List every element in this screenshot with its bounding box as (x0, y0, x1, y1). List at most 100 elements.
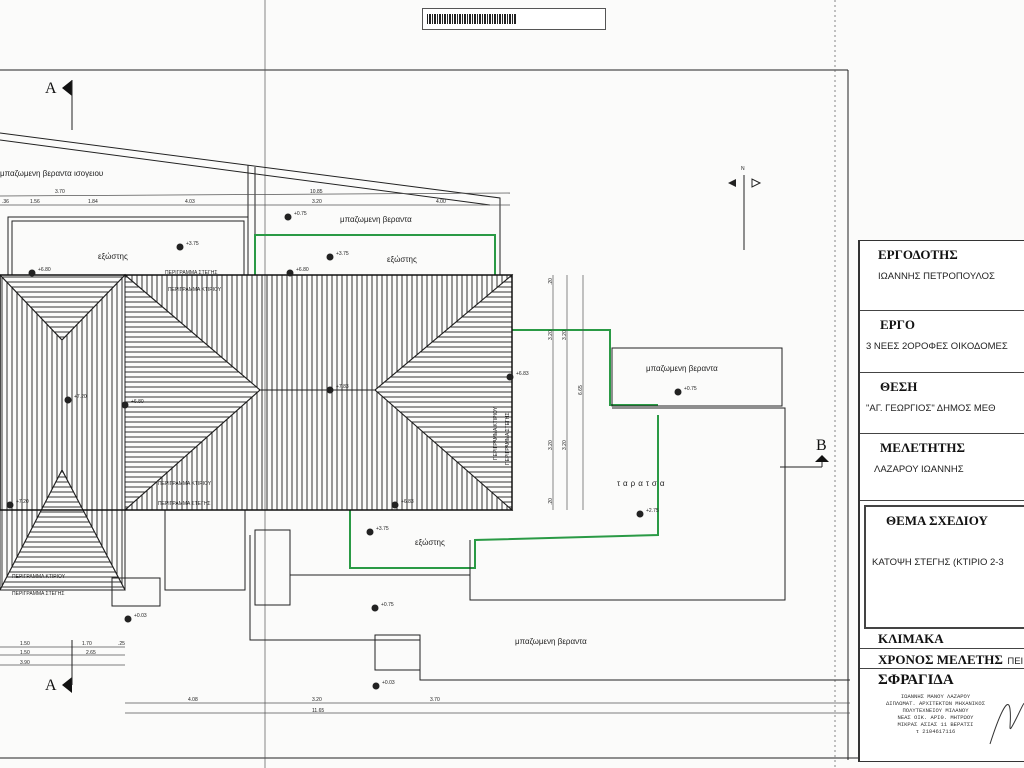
label-veranda-ground: μπαζωμενη βεραντα ισογειου (0, 169, 103, 178)
dim-top-b: 1.56 (30, 199, 40, 205)
label-building-outline-right: ΠΕΡΙΓΡΑΜΜΑ ΚΤΙΡΙΟΥ (493, 406, 499, 460)
stairs-spiral (254, 529, 291, 606)
dim-right-b: 3.20 (548, 330, 554, 340)
section-label-b: B (816, 437, 827, 454)
label-balcony-low: εξώστης (415, 538, 445, 547)
label-veranda-bottom: μπαζωμενη βεραντα (515, 637, 587, 646)
level-marker-icon (284, 213, 292, 221)
stairs-left (111, 577, 161, 607)
dim-right-f: 3.20 (562, 440, 568, 450)
subject-heading: ΘΕΜΑ ΣΧΕΔΙΟΥ (886, 513, 988, 528)
green-boundary-right (512, 329, 658, 406)
designer-value: ΛΑΖΑΡΟΥ ΙΩΑΝΝΗΣ (874, 464, 964, 475)
label-roof-outline-top: ΠΕΡΙΓΡΑΜΜΑ ΣΤΕΓΗΣ (165, 270, 217, 276)
dim-top-c: 1.84 (88, 199, 98, 205)
level-marker-icon (674, 388, 682, 396)
label-roof-outline-mid: ΠΕΡΙΓΡΑΜΜΑ ΣΤΕΓΗΣ (158, 501, 210, 507)
location-value: "ΑΓ. ΓΕΩΡΓΙΟΣ" ΔΗΜΟΣ ΜΕΘ (866, 403, 996, 414)
label-building-outline-top: ΠΕΡΙΓΡΑΜΜΑ ΚΤΙΡΙΟΥ (168, 287, 222, 293)
dim-top-e: 3.20 (312, 199, 322, 205)
level-value: +0.75 (381, 602, 394, 608)
client-heading: ΕΡΓΟΔΟΤΗΣ (878, 247, 958, 262)
ground-veranda-inner (0, 139, 491, 206)
section-label-a-top: A (45, 80, 57, 97)
dim-left-b: 1.70 (82, 641, 92, 647)
label-roof-outline-left: ΠΕΡΙΓΡΑΜΜΑ ΣΤΕΓΗΣ (12, 591, 64, 597)
barcode (422, 8, 606, 30)
section-label-a-bottom: A (45, 677, 57, 694)
location-heading: ΘΕΣΗ (880, 379, 918, 394)
level-value: +0.75 (684, 386, 697, 392)
label-veranda-right: μπαζωμενη βεραντα (646, 364, 718, 373)
signature (989, 702, 1024, 745)
level-marker-icon (326, 253, 334, 261)
dim-right-a: .20 (548, 278, 554, 285)
dim-left-c: .25 (118, 641, 125, 647)
seal-heading: ΣΦΡΑΓΙΔΑ (878, 672, 954, 688)
label-building-outline-left: ΠΕΡΙΓΡΑΜΜΑ ΚΤΙΡΙΟΥ (12, 574, 66, 580)
dim-left-f: 3.90 (20, 660, 30, 666)
dim-left-e: 2.65 (86, 650, 96, 656)
dim-top-a: .36 (2, 199, 9, 205)
level-marker-icon (28, 269, 36, 277)
label-roof-outline-right: ΠΕΡΙΓΡΑΜΜΑ ΣΤΕΓΗΣ (505, 413, 511, 465)
level-value: +7.83 (336, 384, 349, 390)
level-marker-icon (121, 401, 129, 409)
designer-heading: ΜΕΛΕΤΗΤΗΣ (880, 440, 965, 455)
stairs-bottom (374, 634, 421, 671)
level-value: +7.20 (74, 394, 87, 400)
level-value: +0.03 (134, 613, 147, 619)
roof-hatching (0, 273, 514, 591)
date-heading: ΧΡΟΝΟΣ ΜΕΛΕΤΗΣ (878, 652, 1003, 667)
dim-bottom-total: 11.65 (312, 708, 324, 714)
level-marker-icon (124, 615, 132, 623)
level-marker-icon (391, 501, 399, 509)
dim-top-d: 4.03 (185, 199, 195, 205)
green-boundary-lower (349, 415, 659, 569)
label-balcony-mid: εξώστης (387, 255, 417, 264)
level-value: +3.75 (376, 526, 389, 532)
level-marker-icon (366, 528, 374, 536)
level-value: +3.75 (186, 241, 199, 247)
label-veranda-top: μπαζωμενη βεραντα (340, 215, 412, 224)
section-arrow-a-bottom (62, 677, 72, 693)
label-balcony-left: εξώστης (98, 252, 128, 261)
dim-right-d: 6.65 (578, 385, 584, 395)
level-value: +2.75 (646, 508, 659, 514)
date-value: ΠΕΙ (1007, 656, 1024, 667)
section-arrow-a-top (62, 80, 72, 96)
scale-heading: ΚΛΙΜΑΚΑ (878, 631, 944, 646)
north-label: N (741, 166, 745, 172)
veranda-bottom (249, 535, 850, 681)
dim-bottom-b: 3.20 (312, 697, 322, 703)
level-marker-icon (372, 682, 380, 690)
terrace-outline (469, 407, 786, 601)
veranda-right (611, 347, 783, 407)
dim-bottom-c: 3.70 (430, 697, 440, 703)
label-building-outline-mid: ΠΕΡΙΓΡΑΜΜΑ ΚΤΙΡΙΟΥ (158, 481, 212, 487)
level-marker-icon (64, 396, 72, 404)
project-heading: ΕΡΓΟ (880, 317, 915, 332)
label-terrace: ταρατσα (617, 479, 667, 488)
north-arrow-icon (728, 175, 762, 250)
dim-bottom-a: 4.08 (188, 697, 198, 703)
dim-left-d: 1.50 (20, 650, 30, 656)
level-value: +7.20 (16, 499, 29, 505)
level-marker-icon (636, 510, 644, 518)
dim-right-c: 3.20 (562, 330, 568, 340)
dim-top-f: 4.00 (436, 199, 446, 205)
level-value: +6.80 (38, 267, 51, 273)
level-value: +0.03 (382, 680, 395, 686)
level-marker-icon (371, 604, 379, 612)
dim-right-e: 3.20 (548, 440, 554, 450)
client-value: ΙΩΑΝΝΗΣ ΠΕΤΡΟΠΟΥΛΟΣ (878, 271, 995, 282)
level-value: +0.75 (294, 211, 307, 217)
dim-right-g: .20 (548, 498, 554, 505)
level-marker-icon (6, 501, 14, 509)
level-value: +6.80 (131, 399, 144, 405)
level-marker-icon (176, 243, 184, 251)
